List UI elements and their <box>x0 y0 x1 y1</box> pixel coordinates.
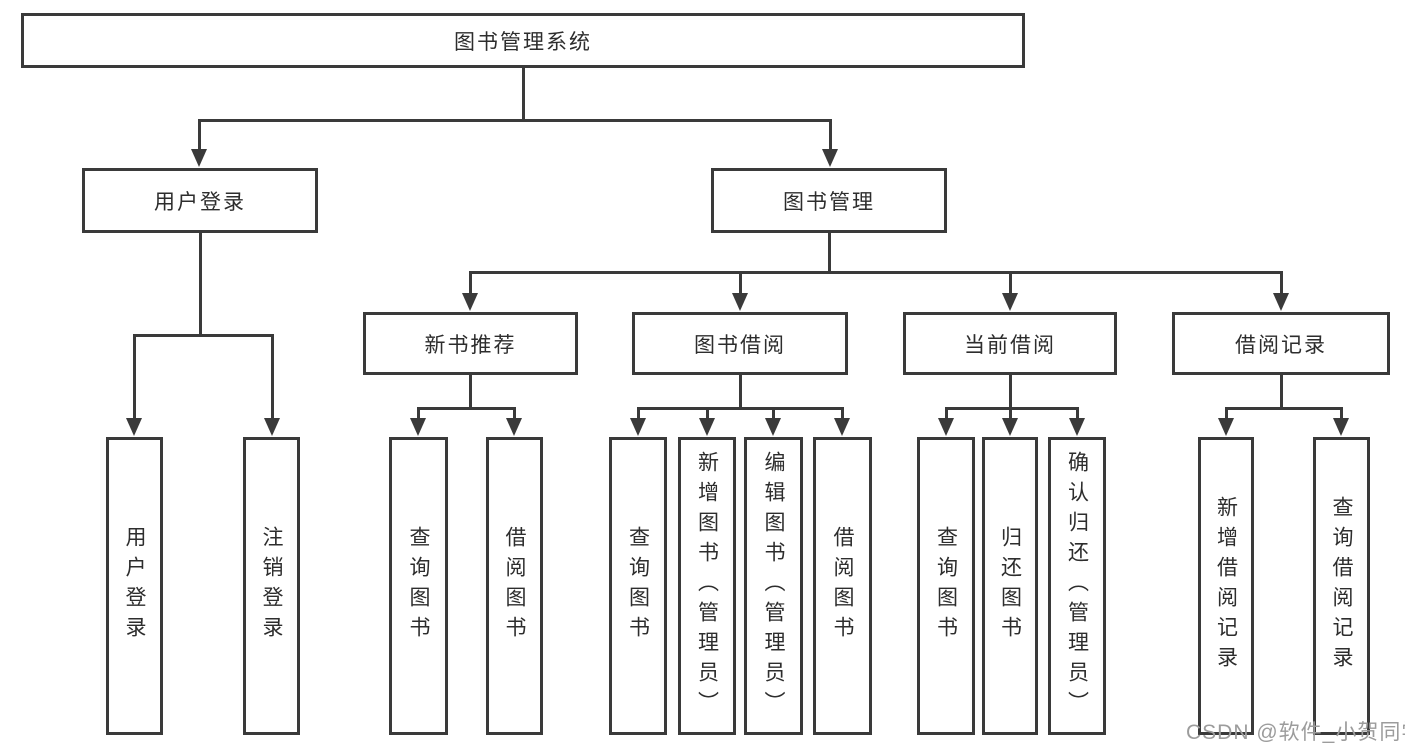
leaf-query-books-current-label: 查询图书 <box>934 526 958 646</box>
connector-line <box>417 407 420 421</box>
arrow-down-icon <box>1333 418 1349 436</box>
arrow-down-icon <box>1002 418 1018 436</box>
connector-line <box>469 271 1283 274</box>
leaf-borrow-books: 借阅图书 <box>813 437 872 735</box>
arrow-down-icon <box>126 418 142 436</box>
arrow-down-icon <box>732 293 748 311</box>
node-borrow-records: 借阅记录 <box>1172 312 1390 375</box>
connector-line <box>739 271 742 295</box>
node-current-borrow-label: 当前借阅 <box>964 333 1056 357</box>
connector-line <box>637 407 844 410</box>
connector-line <box>1340 407 1343 421</box>
connector-line <box>828 233 831 273</box>
node-new-book-recommend-label: 新书推荐 <box>424 333 517 357</box>
arrow-down-icon <box>630 418 646 436</box>
connector-line <box>1009 271 1012 295</box>
arrow-down-icon <box>765 418 781 436</box>
leaf-query-borrow-record: 查询借阅记录 <box>1313 437 1370 735</box>
node-book-management: 图书管理 <box>711 168 947 233</box>
arrow-down-icon <box>834 418 850 436</box>
arrow-down-icon <box>938 418 954 436</box>
connector-line <box>469 375 472 409</box>
leaf-edit-book-admin-label: 编辑图书（管理员） <box>762 451 785 721</box>
connector-line <box>198 119 832 122</box>
leaf-query-borrow-record-label: 查询借阅记录 <box>1330 496 1353 676</box>
leaf-user-login: 用户登录 <box>106 437 163 735</box>
connector-line <box>1225 407 1343 410</box>
node-root: 图书管理系统 <box>21 13 1025 68</box>
connector-line <box>522 68 525 121</box>
leaf-add-borrow-record: 新增借阅记录 <box>1198 437 1254 735</box>
node-current-borrow: 当前借阅 <box>903 312 1117 375</box>
leaf-borrow-books-label: 借阅图书 <box>831 526 854 646</box>
node-user-login: 用户登录 <box>82 168 318 233</box>
arrow-down-icon <box>1002 293 1018 311</box>
arrow-down-icon <box>699 418 715 436</box>
leaf-edit-book-admin: 编辑图书（管理员） <box>744 437 803 735</box>
connector-line <box>198 119 201 150</box>
arrow-down-icon <box>264 418 280 436</box>
connector-line <box>199 233 202 337</box>
connector-line <box>637 407 640 421</box>
connector-line <box>513 407 516 421</box>
leaf-borrow-books-recommend-label: 借阅图书 <box>503 526 526 646</box>
leaf-add-book-admin: 新增图书（管理员） <box>678 437 736 735</box>
connector-line <box>1009 375 1012 409</box>
watermark: CSDN @软件_小贺同学 <box>1186 721 1405 744</box>
node-new-book-recommend: 新书推荐 <box>363 312 578 375</box>
leaf-return-books: 归还图书 <box>982 437 1038 735</box>
leaf-query-books-current: 查询图书 <box>917 437 975 735</box>
connector-line <box>945 407 1079 410</box>
node-book-borrow: 图书借阅 <box>632 312 848 375</box>
connector-line <box>133 334 274 337</box>
connector-line <box>841 407 844 421</box>
arrow-down-icon <box>822 149 838 167</box>
leaf-borrow-books-recommend: 借阅图书 <box>486 437 543 735</box>
node-root-label: 图书管理系统 <box>454 30 592 54</box>
arrow-down-icon <box>462 293 478 311</box>
connector-line <box>1225 407 1228 421</box>
arrow-down-icon <box>1069 418 1085 436</box>
leaf-query-books-recommend-label: 查询图书 <box>407 526 430 646</box>
connector-line <box>1280 271 1283 295</box>
connector-line <box>829 119 832 150</box>
connector-line <box>1076 407 1079 421</box>
arrow-down-icon <box>1273 293 1289 311</box>
connector-line <box>271 334 274 419</box>
node-book-borrow-label: 图书借阅 <box>694 333 786 357</box>
connector-line <box>772 407 775 421</box>
leaf-logout-label: 注销登录 <box>260 526 283 646</box>
arrow-down-icon <box>1218 418 1234 436</box>
leaf-confirm-return-admin: 确认归还（管理员） <box>1048 437 1106 735</box>
leaf-user-login-label: 用户登录 <box>123 526 146 646</box>
node-user-login-label: 用户登录 <box>154 190 246 214</box>
connector-line <box>469 271 472 295</box>
leaf-query-books-borrow-label: 查询图书 <box>626 526 650 646</box>
leaf-return-books-label: 归还图书 <box>998 526 1022 646</box>
leaf-add-book-admin-label: 新增图书（管理员） <box>695 451 719 721</box>
connector-line <box>739 375 742 409</box>
connector-line <box>417 407 516 410</box>
leaf-confirm-return-admin-label: 确认归还（管理员） <box>1065 451 1089 721</box>
arrow-down-icon <box>191 149 207 167</box>
leaf-query-books-borrow: 查询图书 <box>609 437 667 735</box>
node-book-management-label: 图书管理 <box>783 190 875 214</box>
leaf-logout: 注销登录 <box>243 437 300 735</box>
connector-line <box>706 407 709 421</box>
connector-line <box>1280 375 1283 409</box>
leaf-add-borrow-record-label: 新增借阅记录 <box>1214 496 1238 676</box>
arrow-down-icon <box>506 418 522 436</box>
connector-line <box>1009 407 1012 421</box>
connector-line <box>133 334 136 419</box>
leaf-query-books-recommend: 查询图书 <box>389 437 448 735</box>
arrow-down-icon <box>410 418 426 436</box>
node-borrow-records-label: 借阅记录 <box>1235 333 1327 357</box>
connector-line <box>945 407 948 421</box>
